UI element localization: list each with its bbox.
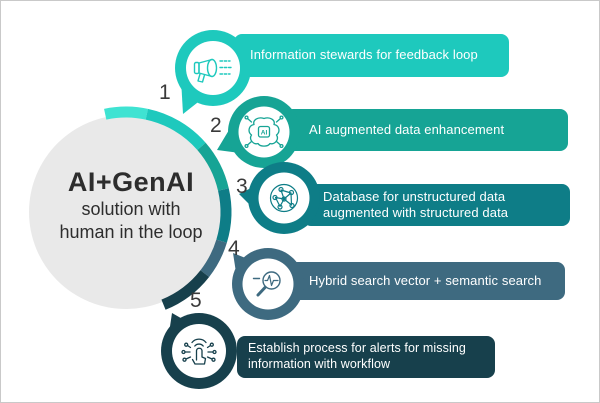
- bubble-tail-5: [168, 313, 186, 340]
- step-label-1: Information stewards for feedback loop: [250, 47, 478, 63]
- ai-chip-label: AI: [261, 130, 268, 137]
- step-bar-4: Hybrid search vector + semantic search: [288, 262, 565, 300]
- step-label-3: Database for unstructured data: [323, 188, 506, 204]
- step-number-5: 5: [190, 289, 202, 312]
- arc-segment-mint: [104, 106, 148, 120]
- bubble-inner-3: [258, 172, 310, 224]
- step-bar-3: Database for unstructured data augmented…: [303, 184, 570, 226]
- arc-segment-1: [145, 108, 206, 151]
- central-heading: AI+GenAI: [67, 167, 195, 197]
- step-bar-1: Information stewards for feedback loop: [234, 34, 509, 77]
- bubble-inner-1: [186, 41, 240, 95]
- bubble-ring-5: [161, 313, 237, 389]
- step-label-3b: augmented with structured data: [323, 205, 509, 220]
- step-label-5: Establish process for alerts for missing: [248, 341, 466, 356]
- bubble-inner-4: [242, 258, 294, 310]
- central-subline-2: human in the loop: [59, 221, 203, 242]
- bubble-inner-2: [238, 106, 290, 158]
- central-title-block: AI+GenAI solution with human in the loop: [26, 167, 236, 243]
- step-label-5b: information with workflow: [248, 357, 391, 371]
- step-number-2: 2: [210, 114, 222, 137]
- arc-segment-4: [200, 239, 227, 277]
- step-number-3: 3: [236, 175, 248, 198]
- bubble-tail-1: [181, 79, 202, 114]
- touch-ai-icon: [181, 338, 217, 365]
- step-bar-2: AI augmented data enhancement: [285, 109, 568, 151]
- step-bubble-5: [161, 313, 237, 389]
- megaphone-icon: [193, 58, 232, 83]
- step-label-2: AI augmented data enhancement: [309, 121, 505, 137]
- step-bar-5: Establish process for alerts for missing…: [237, 336, 495, 378]
- step-label-4: Hybrid search vector + semantic search: [309, 272, 542, 288]
- central-subline-1: solution with: [81, 199, 181, 219]
- ai-brain-chip-icon: [244, 115, 284, 149]
- network-graph-icon: [269, 183, 299, 213]
- search-pulse-icon: [252, 271, 281, 297]
- step-number-1: 1: [159, 81, 171, 104]
- bubble-inner-5: [172, 324, 226, 378]
